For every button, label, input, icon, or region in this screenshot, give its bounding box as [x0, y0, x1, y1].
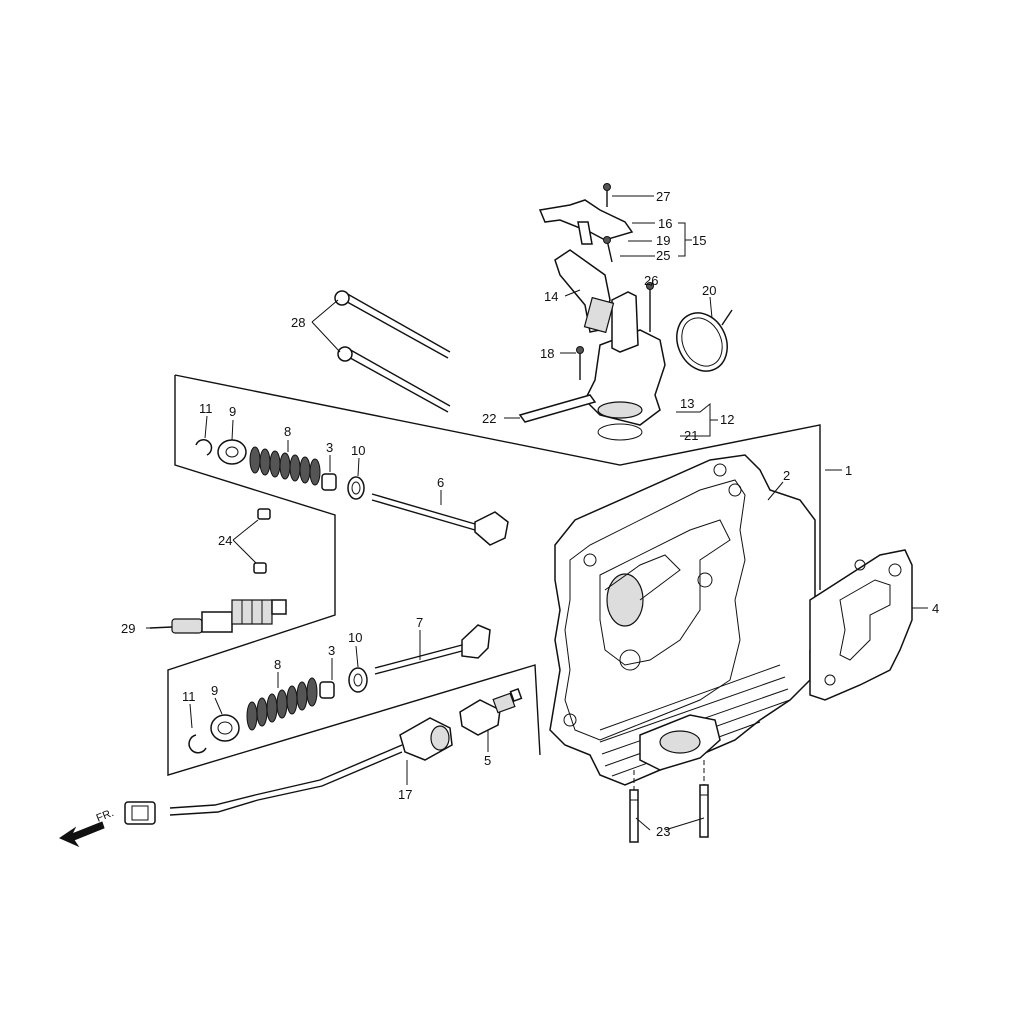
callout-10-upper: 10: [351, 443, 365, 458]
callout-6: 6: [437, 475, 444, 490]
callout-29: 29: [121, 621, 135, 636]
pushrods: [334, 290, 451, 413]
cylinder-head: [549, 454, 816, 786]
callout-18: 18: [540, 346, 554, 361]
callout-20: 20: [702, 283, 716, 298]
callout-27: 27: [656, 189, 670, 204]
callout-19: 19: [656, 233, 670, 248]
callout-22: 22: [482, 411, 496, 426]
upper-valve-group-outline: [167, 374, 821, 776]
dowel-pins: [253, 508, 271, 574]
callout-15: 15: [692, 233, 706, 248]
coolant-sensor-connector: [399, 717, 453, 761]
callout-26: 26: [644, 273, 658, 288]
lower-valve-train: [188, 624, 491, 754]
callout-1: 1: [845, 463, 852, 478]
callout-10-lower: 10: [348, 630, 362, 645]
exhaust-valve: [371, 493, 509, 546]
callout-13: 13: [680, 396, 694, 411]
hose-clamp: [676, 309, 733, 372]
intake-manifold: [518, 291, 666, 441]
callout-24: 24: [218, 533, 232, 548]
callout-16: 16: [658, 216, 672, 231]
temperature-sensor: [459, 687, 523, 736]
callout-14: 14: [544, 289, 558, 304]
upper-valve-spring: [249, 446, 321, 486]
callout-2: 2: [783, 468, 790, 483]
callout-9-lower: 9: [211, 683, 218, 698]
callout-17: 17: [398, 787, 412, 802]
spark-plug: [149, 599, 287, 634]
front-direction-arrow: FR.: [58, 807, 116, 848]
leader-lines: [146, 195, 928, 831]
upper-valve-train: [195, 439, 509, 546]
callout-21: 21: [684, 428, 698, 443]
head-studs: [629, 760, 709, 843]
lower-valve-spring: [246, 677, 318, 731]
callout-11-lower: 11: [182, 689, 196, 704]
intake-valve: [374, 624, 491, 675]
callout-3-lower: 3: [328, 643, 335, 658]
callout-labels: 1 2 3 3 4 5 6 7 8 8 9 9 10 10 11 11 12 1…: [121, 189, 939, 839]
screws-small: [576, 183, 654, 380]
fuel-injector: [554, 249, 615, 334]
cylinder-head-gasket: [809, 549, 913, 701]
callout-4: 4: [932, 601, 939, 616]
callout-12: 12: [720, 412, 734, 427]
callout-25: 25: [656, 248, 670, 263]
callout-5: 5: [484, 753, 491, 768]
callout-28: 28: [291, 315, 305, 330]
callout-23: 23: [656, 824, 670, 839]
front-direction-label: FR.: [95, 807, 116, 825]
callout-8-upper: 8: [284, 424, 291, 439]
callout-8-lower: 8: [274, 657, 281, 672]
callout-7: 7: [416, 615, 423, 630]
wire-harness: [124, 744, 403, 825]
callout-11-upper: 11: [199, 401, 213, 416]
callout-3-upper: 3: [326, 440, 333, 455]
injector-holder: [538, 199, 634, 245]
callout-9-upper: 9: [229, 404, 236, 419]
